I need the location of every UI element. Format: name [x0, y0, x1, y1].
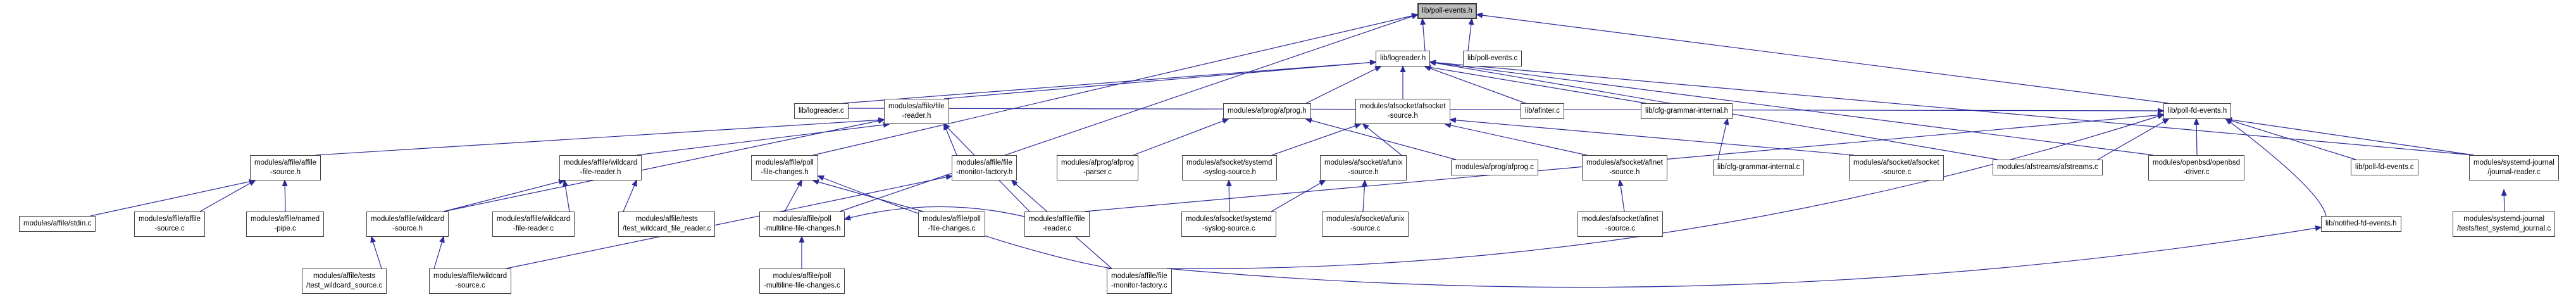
include-edge-afstreams-c-to-poll-fd-events-h: [2097, 118, 2170, 160]
include-edge-affile-source-c-to-affile-source-h: [199, 180, 256, 212]
include-edge-test-wildcard-file-reader-c-to-wildcard-file-reader-h: [623, 179, 637, 212]
include-edge-wildcard-source-c-to-file-monitor-factory-h: [506, 174, 953, 269]
include-edge-file-monitor-factory-c-to-notified-fd-events-h: [1166, 225, 2322, 288]
node-poll-multiline-file-changes-h[interactable]: modules/affile/poll -multiline-file-chan…: [759, 212, 845, 237]
node-affile-source-c[interactable]: modules/affile/affile -source.c: [134, 212, 206, 237]
include-edge-cfg-grammar-internal-c-to-cfg-grammar-internal-h: [1717, 118, 1729, 160]
node-wildcard-source-c[interactable]: modules/affile/wildcard -source.c: [429, 269, 512, 294]
node-afsocket-source-c[interactable]: modules/afsocket/afsocket -source.c: [1849, 155, 1944, 180]
include-edge-poll-events-c-to-poll-events-h: [1467, 18, 1474, 51]
node-poll-fd-events-h[interactable]: lib/poll-fd-events.h: [2163, 103, 2232, 119]
node-afstreams-c[interactable]: modules/afstreams/afstreams.c: [1993, 160, 2103, 175]
node-cfg-grammar-internal-c[interactable]: lib/cfg-grammar-internal.c: [1713, 160, 1805, 175]
include-edge-poll-file-changes-c-to-poll-file-changes-h: [812, 179, 924, 212]
node-stdin-c[interactable]: modules/affile/stdin.c: [19, 216, 96, 232]
include-edge-openbsd-driver-c-to-logreader-h: [1429, 60, 2154, 156]
node-logreader-c[interactable]: lib/logreader.c: [794, 103, 849, 119]
include-edge-afunix-source-c-to-afunix-source-h: [1361, 179, 1367, 212]
node-afprog-c[interactable]: modules/afprog/afprog.c: [1451, 160, 1539, 175]
node-afprog-parser-c[interactable]: modules/afprog/afprog -parser.c: [1057, 155, 1139, 180]
node-afinet-source-c[interactable]: modules/afsocket/afinet -source.c: [1577, 212, 1663, 237]
node-test-wildcard-file-reader-c[interactable]: modules/affile/tests /test_wildcard_file…: [618, 212, 716, 237]
include-edge-afprog-h-to-logreader-h: [1305, 66, 1382, 104]
node-test-wildcard-source-c[interactable]: modules/affile/tests /test_wildcard_sour…: [302, 269, 387, 294]
include-edge-file-reader-h-to-logreader-h: [943, 60, 1377, 99]
include-edge-openbsd-driver-c-to-poll-fd-events-h: [2193, 118, 2200, 156]
node-wildcard-source-h[interactable]: modules/affile/wildcard -source.h: [366, 212, 449, 237]
include-edge-logreader-c-to-poll-fd-events-h: [848, 108, 2165, 114]
node-file-monitor-factory-c[interactable]: modules/affile/file -monitor-factory.c: [1107, 269, 1172, 294]
include-edge-wildcard-file-reader-h-to-file-reader-h: [636, 122, 890, 156]
node-afunix-source-c[interactable]: modules/afsocket/afunix -source.c: [1322, 212, 1409, 237]
node-systemd-syslog-source-h[interactable]: modules/afsocket/systemd -syslog-source.…: [1182, 155, 1277, 180]
include-edge-test-wildcard-source-c-to-wildcard-source-h: [370, 236, 382, 269]
node-poll-file-changes-c[interactable]: modules/affile/poll -file-changes.c: [918, 212, 985, 237]
include-edge-journal-reader-c-to-logreader-h: [1429, 60, 2475, 156]
include-edge-poll-fd-events-c-to-poll-fd-events-h: [2225, 118, 2356, 160]
node-file-reader-c[interactable]: modules/affile/file -reader.c: [1024, 212, 1090, 237]
node-wildcard-file-reader-h[interactable]: modules/affile/wildcard -file-reader.h: [559, 155, 642, 180]
node-systemd-syslog-source-c[interactable]: modules/afsocket/systemd -syslog-source.…: [1181, 212, 1276, 237]
node-poll-file-changes-h[interactable]: modules/affile/poll -file-changes.h: [751, 155, 818, 180]
node-notified-fd-events-h[interactable]: lib/notified-fd-events.h: [2321, 216, 2401, 232]
node-afunix-source-h[interactable]: modules/afsocket/afunix -source.h: [1320, 155, 1407, 180]
include-edge-journal-reader-c-to-poll-fd-events-h: [2225, 117, 2475, 156]
include-edge-file-monitor-factory-h-to-file-reader-h: [943, 123, 957, 156]
include-edge-logreader-c-to-logreader-h: [843, 60, 1377, 104]
node-poll-multiline-file-changes-c[interactable]: modules/affile/poll -multiline-file-chan…: [759, 269, 845, 294]
include-edge-logreader-h-to-poll-events-h: [1420, 18, 1426, 51]
include-edge-poll-multiline-file-changes-h-to-poll-file-changes-h: [784, 179, 802, 212]
node-afsocket-source-h[interactable]: modules/afsocket/afsocket -source.h: [1355, 99, 1450, 124]
node-afprog-h[interactable]: modules/afprog/afprog.h: [1223, 103, 1311, 119]
node-poll-events-h: lib/poll-events.h: [1417, 3, 1477, 19]
include-edge-poll-file-changes-h-to-poll-events-h: [812, 13, 1419, 156]
include-edge-afsocket-source-c-to-afsocket-source-h: [1449, 117, 1855, 156]
include-edge-poll-fd-events-h-to-poll-events-h: [1476, 12, 2169, 104]
node-poll-events-c[interactable]: lib/poll-events.c: [1463, 51, 1522, 66]
node-file-reader-h[interactable]: modules/affile/file -reader.h: [884, 99, 949, 124]
include-edge-afinter-c-to-logreader-h: [1424, 65, 1526, 104]
include-edge-cfg-grammar-internal-h-to-logreader-h: [1424, 65, 1646, 104]
node-afinet-source-h[interactable]: modules/afsocket/afinet -source.h: [1582, 155, 1667, 180]
node-logreader-h[interactable]: lib/logreader.h: [1376, 51, 1431, 66]
node-affile-source-h[interactable]: modules/affile/affile -source.h: [250, 155, 321, 180]
include-edge-systemd-syslog-source-c-to-afunix-source-h: [1271, 180, 1326, 212]
node-journal-reader-c[interactable]: modules/systemd-journal /journal-reader.…: [2469, 155, 2559, 180]
include-edge-afprog-c-to-afprog-h: [1305, 118, 1457, 160]
node-openbsd-driver-c[interactable]: modules/openbsd/openbsd -driver.c: [2148, 155, 2245, 180]
include-edge-afinet-source-h-to-afsocket-source-h: [1444, 122, 1588, 156]
include-edge-afunix-source-h-to-afsocket-source-h: [1362, 123, 1402, 156]
include-edge-afprog-parser-c-to-afprog-h: [1133, 118, 1229, 156]
node-cfg-grammar-internal-h[interactable]: lib/cfg-grammar-internal.h: [1641, 103, 1733, 119]
node-test-systemd-journal-c[interactable]: modules/systemd-journal /tests/test_syst…: [2453, 212, 2556, 237]
node-file-monitor-factory-h[interactable]: modules/affile/file -monitor-factory.h: [952, 155, 1017, 180]
include-edge-poll-multiline-file-changes-h-to-poll-events-h: [839, 13, 1419, 212]
include-edge-wildcard-source-c-to-wildcard-source-h: [433, 236, 445, 269]
node-poll-fd-events-c[interactable]: lib/poll-fd-events.c: [2351, 160, 2418, 175]
node-named-pipe-c[interactable]: modules/affile/named -pipe.c: [246, 212, 325, 237]
include-edge-file-monitor-factory-c-to-poll-file-changes-h: [817, 175, 1112, 269]
include-edge-file-monitor-factory-c-to-poll-fd-events-h: [1166, 113, 2165, 269]
include-edge-wildcard-file-reader-c-to-wildcard-file-reader-h: [563, 179, 570, 212]
node-wildcard-file-reader-c[interactable]: modules/affile/wildcard -file-reader.c: [492, 212, 575, 237]
include-edge-afinet-source-c-to-afinet-source-h: [1617, 179, 1625, 212]
include-edge-wildcard-source-h-to-file-reader-h: [443, 118, 885, 212]
include-edge-affile-source-h-to-file-reader-h: [315, 117, 885, 156]
include-edge-wildcard-source-h-to-wildcard-file-reader-h: [443, 179, 566, 212]
include-edge-file-reader-c-to-poll-multiline-file-changes-h: [843, 206, 1025, 221]
node-afinter-c[interactable]: lib/afinter.c: [1521, 103, 1564, 119]
include-edge-notified-fd-events-h-to-poll-fd-events-h: [2225, 118, 2327, 217]
include-edge-systemd-syslog-source-h-to-afsocket-source-h: [1271, 123, 1362, 156]
include-edge-stdin-c-to-affile-source-h: [90, 179, 256, 217]
